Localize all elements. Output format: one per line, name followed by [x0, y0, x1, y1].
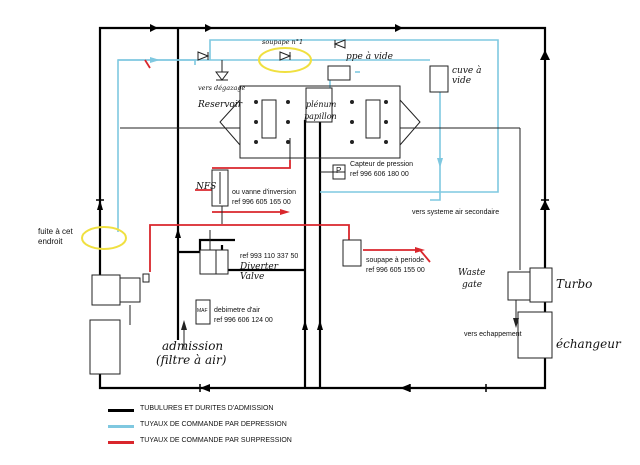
vanne-ref: ref 996 605 165 00	[232, 199, 291, 206]
debimetre-label: debimetre d'air	[214, 307, 261, 314]
filtre-label: (filtre à air)	[156, 353, 227, 367]
gate-label: gate	[462, 280, 483, 290]
diverter-feed	[178, 238, 235, 254]
vanne-inversion-label: ou vanne d'inversion	[232, 189, 296, 196]
waste-label: Waste	[458, 268, 486, 278]
plenum-label: plénum	[306, 100, 337, 109]
misc-connectors	[120, 127, 521, 270]
legend-swatch-depression	[108, 425, 134, 428]
turbo-label: Turbo	[556, 277, 593, 291]
vers-degazage-label: vers dégazage	[198, 84, 246, 92]
plenum-ports	[254, 100, 388, 144]
soupape-periode-ref: ref 996 605 155 00	[366, 267, 425, 274]
capteur-letter: P	[336, 166, 342, 175]
exhaust-arrow	[513, 318, 519, 328]
cuve-a-vide-label: cuve à vide	[452, 66, 482, 86]
admission-label: admission	[162, 339, 224, 353]
check-valves	[197, 39, 346, 81]
capteur-pression-label: Capteur de pression	[350, 161, 414, 168]
legend-swatch-admission	[108, 409, 134, 412]
fuite-label-1: fuite à cet	[38, 227, 73, 236]
soupape-n1-label: soupape n°1	[262, 38, 304, 46]
plenum-block	[219, 85, 421, 159]
air-secondaire-label: vers systeme air secondaire	[412, 209, 500, 216]
vacuum-tank	[429, 65, 449, 93]
legend-swatch-surpression	[108, 441, 134, 444]
maf-box-label: MAF	[197, 308, 208, 314]
nfs-label: NFS	[196, 182, 217, 192]
ppe-a-vide-label: ppe à vide	[346, 52, 393, 62]
soupape-periode-label: soupape à periode	[366, 257, 424, 264]
admission-inlet-arrow	[181, 320, 187, 330]
surpression-arrows	[280, 209, 425, 253]
papillon-label: papillon	[304, 112, 337, 121]
diverter-label-2: Valve	[240, 272, 265, 282]
echangeur-label: échangeur	[556, 337, 621, 351]
vacuum-pump	[327, 65, 351, 81]
diverter-valve	[199, 249, 229, 275]
frame-ticks	[96, 199, 549, 392]
legend-label-surpression: TUYAUX DE COMMANDE PAR SURPRESSION	[140, 437, 292, 444]
legend-label-depression: TUYAUX DE COMMANDE PAR DEPRESSION	[140, 421, 287, 428]
echappement-label: vers echappement	[464, 331, 522, 338]
diverter-label-1: Diverter	[240, 262, 279, 272]
debimetre-ref: ref 996 606 124 00	[214, 317, 273, 324]
reservoir-label: Reservoir	[198, 100, 243, 110]
right-turbo-assembly	[507, 267, 553, 359]
fuite-label-2: endroit	[38, 237, 63, 246]
maf-body	[195, 299, 211, 325]
depression-arrows	[150, 57, 443, 168]
highlight-soupape	[258, 47, 312, 73]
legend-label-admission: TUBULURES ET DURITES D'ADMISSION	[140, 405, 274, 412]
highlight-fuite	[81, 226, 127, 250]
capteur-ref: ref 996 606 180 00	[350, 171, 409, 178]
nfs-valve	[211, 169, 229, 207]
diverter-ref: ref 993 110 337 50	[240, 253, 299, 260]
admission-arrows	[97, 24, 550, 392]
soupape-periode-body	[342, 239, 362, 267]
left-turbo-assembly	[89, 273, 150, 375]
